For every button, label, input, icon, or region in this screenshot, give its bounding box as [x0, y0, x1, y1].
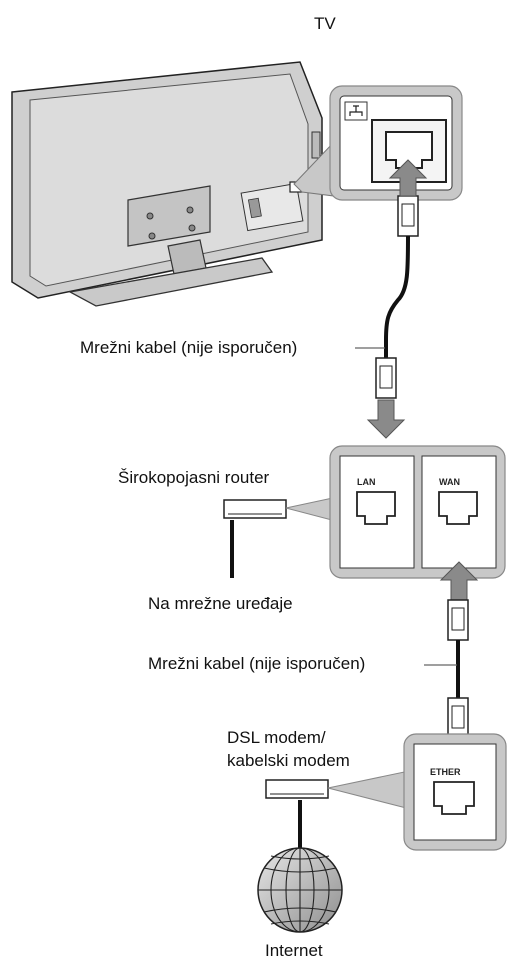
- tv-label: TV: [314, 14, 336, 33]
- ether-port-label: ETHER: [430, 767, 461, 777]
- router-device: [223, 499, 287, 578]
- cable-2-label: Mrežni kabel (nije isporučen): [148, 654, 366, 673]
- wan-port-icon: WAN: [438, 477, 478, 525]
- network-devices-label: Na mrežne uređaje: [148, 594, 293, 613]
- router-label: Širokopojasni router: [118, 468, 270, 487]
- network-cable-1: [366, 159, 428, 439]
- lan-port-label: LAN: [357, 477, 376, 487]
- modem-label-line2: kabelski modem: [227, 751, 350, 770]
- router-port-callout: LAN WAN: [285, 445, 506, 601]
- tv-port-callout: [329, 85, 463, 201]
- network-port-icon: [344, 101, 368, 121]
- modem-device: [265, 779, 329, 848]
- arrow-icon: [388, 159, 428, 197]
- tv-illustration: [11, 61, 335, 307]
- modem-port-callout: ETHER: [327, 733, 507, 851]
- cable-1-label: Mrežni kabel (nije isporučen): [80, 338, 298, 357]
- globe-icon: [257, 847, 343, 933]
- wan-port-label: WAN: [439, 477, 460, 487]
- ether-port-icon: ETHER: [430, 767, 475, 815]
- lan-port-icon: LAN: [356, 477, 396, 525]
- internet-label: Internet: [265, 941, 323, 960]
- tv-lan-port-icon: [371, 119, 447, 183]
- modem-label-line1: DSL modem/: [227, 728, 326, 747]
